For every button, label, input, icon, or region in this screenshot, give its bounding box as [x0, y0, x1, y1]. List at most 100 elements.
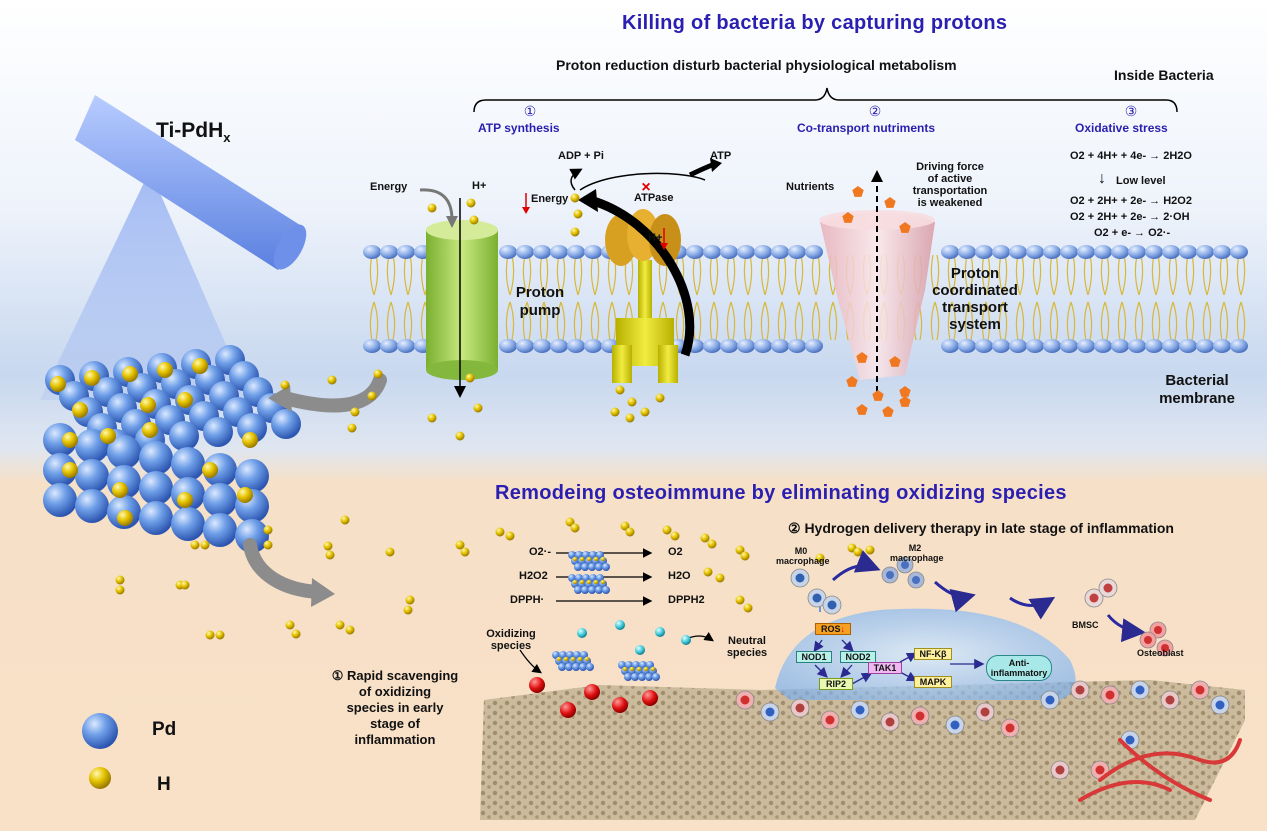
pd-atom: [75, 489, 109, 523]
lipid-tail-lower: [1100, 301, 1110, 341]
h-dot: [625, 413, 635, 423]
lipid-tail-lower: [1015, 301, 1025, 341]
lipid-tail-lower: [794, 301, 804, 341]
vessels: [1078, 738, 1242, 802]
h-dot: [505, 531, 515, 541]
pd-legend-label: Pd: [152, 719, 177, 740]
nano-crystal: [646, 661, 654, 669]
scav-left-2: DPPH·: [510, 594, 545, 606]
scav-left-0: O2·-: [529, 546, 551, 558]
h-atom: [100, 428, 116, 444]
lipid-tail-lower: [828, 301, 838, 341]
pd-atom: [139, 471, 173, 505]
nano-crystal-h: [584, 656, 590, 662]
lipid-tail-lower: [692, 301, 702, 341]
m2-cell-nucleus: [886, 571, 894, 579]
lipid-tail-upper: [743, 254, 753, 296]
lipid-head-lower: [737, 339, 755, 353]
lipid-head-lower: [1128, 339, 1146, 353]
rip2-node: RIP2: [819, 678, 853, 690]
h-dot: [495, 527, 505, 537]
reaction-3: O2 + 2H+ + 2e- → 2·OH: [1070, 211, 1190, 223]
lipid-head-upper: [941, 245, 959, 259]
h-atom: [237, 487, 253, 503]
h-atom: [62, 462, 78, 478]
pd-atom: [169, 421, 199, 451]
lipid-head-lower: [1043, 339, 1061, 353]
nano-crystal: [558, 663, 566, 671]
item2-number: ②: [868, 103, 882, 119]
h-dot: [570, 523, 580, 533]
lipid-tail-upper: [726, 254, 736, 296]
pd-atom: [43, 483, 77, 517]
pd-atom: [43, 453, 77, 487]
h-dot: [455, 431, 465, 441]
nano-crystal: [565, 663, 573, 671]
lipid-tail-upper: [1032, 254, 1042, 296]
lipid-head-lower: [1213, 339, 1231, 353]
pd-legend-sphere: [82, 713, 118, 749]
adp-label: ADP + Pi: [558, 150, 604, 162]
h-atom: [50, 376, 66, 392]
osteoblast-cell-nucleus: [1144, 636, 1152, 644]
lipid-tail-lower: [1219, 301, 1229, 341]
pd-atom: [171, 507, 205, 541]
svg-text:×: ×: [641, 179, 650, 196]
lipid-tail-lower: [811, 301, 821, 341]
h-dot: [662, 525, 672, 535]
scav-right-1: H2O: [668, 570, 691, 582]
nutrient-pentagon: [882, 406, 894, 417]
lipid-tail-lower: [539, 301, 549, 341]
hdt-label: ② Hydrogen delivery therapy in late stag…: [788, 520, 1174, 536]
h-dot: [853, 547, 863, 557]
atp-label: ATP: [710, 150, 732, 162]
nfkb-node: NF-Kβ: [914, 648, 952, 660]
proton-pump: [419, 188, 498, 398]
lipid-head-lower: [1094, 339, 1112, 353]
pd-atom: [203, 417, 233, 447]
tissue-cell-nucleus: [825, 715, 835, 725]
reaction-2: O2 + 2H+ + 2e- → H2O2: [1070, 195, 1192, 207]
lipid-tail-lower: [573, 301, 583, 341]
nano-crystal-scav-h: [572, 579, 578, 585]
h-dot: [625, 527, 635, 537]
nano-crystal-scav-h: [600, 579, 606, 585]
h-dot: [610, 407, 620, 417]
tissue-cell-nucleus: [1215, 700, 1225, 710]
h-dot: [703, 567, 713, 577]
ti-rod: [75, 95, 307, 270]
h-dot: [740, 551, 750, 561]
tissue-cell-nucleus: [1195, 685, 1205, 695]
h-dot: [473, 403, 483, 413]
lipid-head-lower: [1230, 339, 1248, 353]
h-dot: [700, 533, 710, 543]
lipid-head-upper: [720, 245, 738, 259]
nano-crystal-h: [650, 666, 656, 672]
lipid-head-lower: [941, 339, 959, 353]
lipid-head-upper: [1043, 245, 1061, 259]
h-legend-sphere: [89, 767, 111, 789]
nutrient-pentagon: [842, 212, 854, 223]
tissue-cell-nucleus: [1005, 723, 1015, 733]
tak1-node: TAK1: [868, 662, 902, 674]
nano-crystal-scav: [574, 563, 582, 571]
nano-crystal-scav-h: [586, 579, 592, 585]
nano-crystal: [552, 651, 560, 659]
tissue-cell-nucleus: [1125, 735, 1135, 745]
tissue-cell-nucleus: [980, 707, 990, 717]
h-atom: [140, 397, 156, 413]
item2-label: Co-transport nutriments: [797, 121, 935, 135]
lipid-head-lower: [1077, 339, 1095, 353]
nano-crystal-scav: [582, 551, 590, 559]
lipid-head-lower: [499, 339, 517, 353]
lipid-head-lower: [1026, 339, 1044, 353]
nutrient-pentagon: [846, 376, 858, 387]
lipid-tail-lower: [556, 301, 566, 341]
lipid-tail-upper: [386, 254, 396, 296]
nutrient-pentagon: [899, 386, 911, 397]
lipid-tail-upper: [709, 254, 719, 296]
nutrients-label: Nutrients: [786, 181, 835, 193]
ros-node: ROS↓: [815, 623, 851, 635]
